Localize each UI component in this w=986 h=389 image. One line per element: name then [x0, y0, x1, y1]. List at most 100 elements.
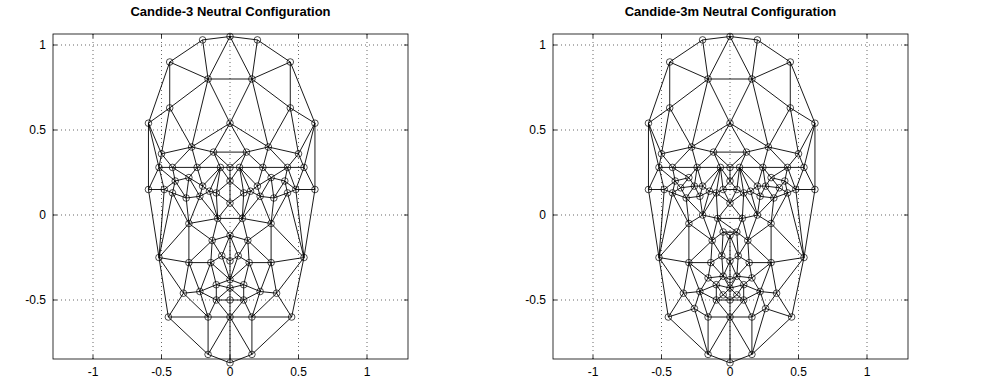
mesh-vertex: [656, 254, 663, 261]
mesh-vertex: [768, 259, 775, 266]
grid-line: [53, 300, 408, 301]
mesh-edge: [288, 193, 304, 258]
mesh-edge: [170, 40, 203, 62]
mesh-edge: [159, 258, 168, 318]
mesh-vertex: [727, 200, 734, 207]
mesh-edge: [757, 167, 762, 186]
mesh-vertex: [735, 253, 742, 260]
mesh-vertex: [658, 151, 665, 158]
tick-mark: [93, 34, 94, 38]
mesh-edge: [189, 167, 197, 177]
mesh-edge: [771, 258, 804, 263]
mesh-edge: [659, 258, 689, 263]
mesh-vertex: [734, 273, 741, 280]
mesh-edge: [788, 154, 799, 168]
mesh-edge: [211, 263, 230, 280]
mesh-edge: [752, 79, 768, 147]
grid-line: [93, 34, 94, 359]
mesh-edge: [162, 147, 192, 154]
tick-label: 0: [39, 208, 46, 222]
grid-line: [553, 45, 908, 46]
mesh-edge: [230, 288, 244, 300]
mesh-vertex: [240, 281, 247, 288]
tick-mark: [53, 300, 57, 301]
mesh-edge: [757, 40, 790, 62]
tick-mark: [661, 34, 662, 38]
mesh-edge: [766, 309, 792, 318]
mesh-edge: [268, 147, 287, 167]
mesh-edge: [230, 167, 231, 181]
mesh-edge: [208, 79, 252, 80]
tick-mark: [404, 300, 408, 301]
mesh-edge: [260, 196, 271, 223]
mesh-edge: [251, 191, 261, 196]
mesh-vertex: [268, 259, 275, 266]
mesh-vertex: [686, 174, 693, 181]
mesh-vertex: [165, 314, 172, 321]
mesh-edge: [771, 263, 776, 294]
mesh-vertex: [287, 105, 294, 112]
mesh-edge: [737, 276, 752, 278]
mesh-edge: [737, 263, 749, 277]
tick-mark: [404, 215, 408, 216]
mesh-edge: [148, 62, 169, 123]
mesh-edge: [662, 108, 670, 154]
mesh-edge: [771, 224, 804, 258]
mesh-edge: [708, 37, 730, 80]
mesh-vertex: [727, 258, 734, 265]
mesh-edge: [230, 167, 240, 168]
mesh-vertex: [199, 183, 206, 190]
mesh-vertex: [209, 237, 216, 244]
mesh-edge: [200, 285, 216, 292]
mesh-vertex: [784, 164, 791, 171]
mesh-vertex: [720, 292, 727, 299]
mesh-edge: [162, 108, 170, 154]
mesh-vertex: [727, 285, 734, 292]
mesh-vertex: [188, 144, 195, 151]
tick-mark: [904, 45, 908, 46]
mesh-edge: [662, 154, 673, 168]
tick-mark: [553, 300, 557, 301]
mesh-edge: [708, 276, 723, 278]
mesh-edge: [216, 285, 217, 300]
tick-mark: [661, 355, 662, 359]
mesh-edge: [159, 258, 183, 294]
mesh-vertex: [312, 186, 319, 193]
mesh-edge: [714, 123, 730, 152]
mesh-vertex: [213, 297, 220, 304]
mesh-vertex: [727, 33, 734, 40]
mesh-edge: [290, 62, 291, 108]
mesh-edge: [669, 62, 670, 108]
mesh-edge: [288, 154, 299, 168]
mesh-edge: [183, 292, 199, 294]
tick-label: 1: [39, 38, 46, 52]
mesh-edge: [730, 235, 731, 261]
mesh-edge: [670, 40, 703, 62]
mesh-vertex: [754, 183, 761, 190]
mesh-edge: [692, 123, 730, 147]
mesh-edge: [304, 167, 315, 189]
tick-mark: [404, 45, 408, 46]
mesh-edge: [192, 123, 230, 147]
mesh-edge: [730, 317, 731, 363]
mesh-edge: [271, 224, 304, 258]
mesh-vertex: [727, 232, 734, 239]
mesh-edge: [723, 190, 730, 204]
mesh-vertex: [801, 164, 808, 171]
mesh-vertex: [727, 297, 734, 304]
mesh-edge: [716, 285, 723, 295]
mesh-vertex: [208, 259, 215, 266]
mesh-edge: [183, 263, 188, 294]
mesh-edge: [708, 317, 709, 354]
mesh-edge: [648, 190, 659, 258]
tick-mark: [593, 355, 594, 359]
mesh-edge: [790, 62, 791, 108]
mesh-vertex: [754, 212, 761, 219]
mesh-edge: [263, 167, 271, 177]
mesh-edge: [777, 293, 792, 317]
mesh-edge: [268, 108, 290, 147]
mesh-vertex: [205, 351, 212, 358]
tick-mark: [904, 215, 908, 216]
mesh-vertex: [705, 314, 712, 321]
mesh-edge: [792, 258, 804, 318]
